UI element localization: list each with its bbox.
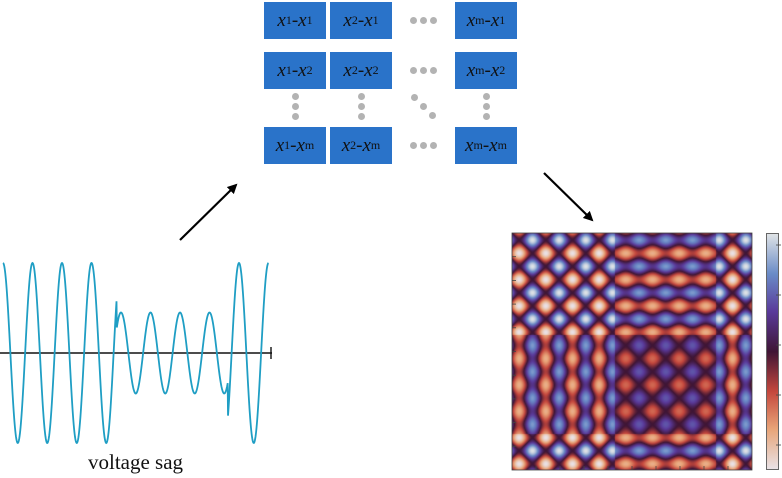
ellipsis-vertical-col-m <box>483 93 491 123</box>
heatmap-panel <box>512 233 752 470</box>
ellipsis-horizontal-row-2 <box>410 67 440 75</box>
colorbar-ticks <box>776 244 781 446</box>
colorbar-gradient <box>767 234 778 469</box>
heatmap-image <box>512 233 752 470</box>
ellipsis-horizontal-row-1 <box>410 17 440 25</box>
ellipsis-vertical-col-1 <box>292 93 300 123</box>
signal-caption: voltage sag <box>88 450 184 474</box>
voltage-waveform <box>0 261 272 445</box>
ellipsis-diagonal <box>411 94 441 124</box>
colorbar <box>766 233 779 470</box>
waveform-line <box>2 261 269 445</box>
arrow-signal-to-matrix <box>179 183 238 241</box>
arrow-matrix-to-heatmap <box>543 172 594 222</box>
ellipsis-horizontal-row-m <box>410 142 440 150</box>
ellipsis-vertical-col-2 <box>358 93 366 123</box>
